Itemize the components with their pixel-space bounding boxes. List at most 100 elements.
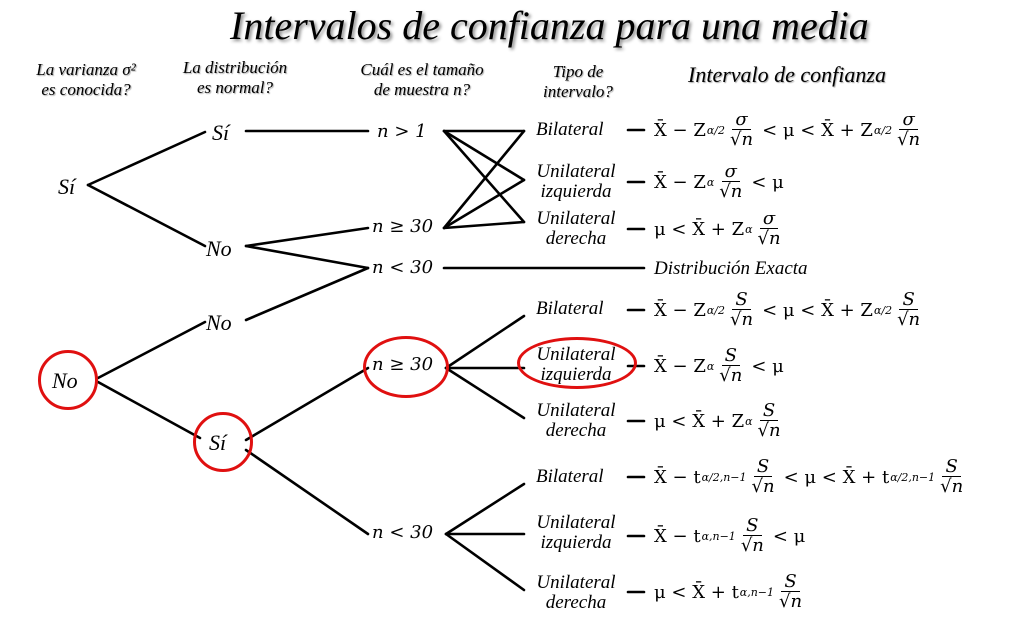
fraction-numerator: S — [721, 347, 740, 366]
node-n-lt30-unknown: n < 30 — [372, 522, 434, 543]
formula-middle: < μ < X̄ + Z — [762, 119, 873, 141]
kind-left-1-line2: izquierda — [540, 180, 612, 202]
node-n-gt1: n > 1 — [377, 121, 427, 142]
subscript: α — [745, 222, 753, 236]
edge-to-ge30-unknown — [244, 366, 370, 442]
edge-si-to-si — [86, 130, 207, 187]
subscript: α/2 — [706, 303, 725, 317]
kind-left-3-line2: izquierda — [540, 531, 612, 553]
fraction-denominator: √n — [719, 365, 743, 386]
fraction-denominator: √n — [719, 181, 743, 202]
fraction-numerator: σ — [899, 111, 918, 130]
fraction-denominator: √n — [740, 535, 764, 556]
formula-tail: < μ — [772, 525, 806, 547]
edge-to-ge30-known — [244, 226, 370, 248]
kind-right-2-line1: Unilateral — [536, 400, 616, 421]
edge-no-to-lt30 — [244, 244, 370, 270]
cross-3 — [442, 129, 526, 224]
fraction-denominator: √n — [757, 420, 781, 441]
formula-lead: X̄ − t — [654, 525, 701, 547]
subscript: α — [745, 414, 753, 428]
header-variance-line1: La varianza σ² — [36, 60, 136, 79]
highlight-ring-n-ge30 — [363, 336, 449, 398]
fraction: S√n — [777, 573, 804, 611]
kind-left-3-line1: Unilateral — [536, 512, 616, 533]
edge-unk-no-to-lt30 — [244, 266, 370, 322]
fraction-numerator: S — [743, 517, 762, 536]
kind-right-3-line1: Unilateral — [536, 572, 616, 593]
formula-lead: μ < X̄ + Z — [654, 218, 745, 240]
kind-right-3: Unilateral derecha — [528, 573, 624, 613]
subscript: α — [706, 359, 715, 373]
highlight-ring-dist-unknown-yes — [193, 412, 253, 472]
highlight-ring-variance-no — [38, 350, 98, 410]
edge-no-to-si — [96, 380, 202, 440]
fraction-numerator: σ — [759, 210, 779, 229]
highlight-ring-left-interval — [517, 337, 637, 389]
fraction-denominator: √n — [751, 476, 775, 497]
subscript: α,n−1 — [701, 529, 736, 543]
kind-right-3-line2: derecha — [545, 591, 607, 613]
fraction-denominator: √n — [940, 476, 964, 497]
edge-ge30-right — [444, 366, 526, 420]
fraction: S√n — [739, 517, 766, 555]
kind-right-1-line2: derecha — [545, 227, 607, 249]
kind-right-2-line2: derecha — [545, 419, 607, 441]
fraction: S√n — [750, 458, 777, 496]
node-dist-known-yes: Sí — [212, 120, 230, 145]
fraction: σ√n — [728, 111, 755, 149]
fraction-numerator: S — [899, 291, 918, 310]
edge-no-to-no — [96, 320, 207, 380]
fraction-denominator: √n — [730, 129, 754, 150]
subscript: α/2 — [706, 123, 725, 137]
header-type-line1: Tipo de — [552, 62, 604, 81]
formula-lead: μ < X̄ + Z — [654, 410, 745, 432]
fraction-numerator: S — [753, 458, 773, 477]
formula-lead: X̄ − Z — [654, 119, 706, 141]
kind-right-1: Unilateral derecha — [528, 209, 624, 249]
fraction-numerator: S — [759, 402, 779, 421]
cross-5 — [442, 178, 526, 230]
fraction: σ√n — [756, 210, 783, 248]
header-variance: La varianza σ² es conocida? — [14, 60, 158, 99]
formula-lead: X̄ − t — [654, 466, 701, 488]
node-dist-unknown-no: No — [206, 310, 232, 335]
fraction: S√n — [756, 402, 783, 440]
kind-bilateral-3: Bilateral — [536, 466, 604, 487]
header-sample-line1: Cuál es el tamaño — [360, 60, 484, 79]
formula-lead: X̄ − Z — [654, 355, 706, 377]
header-type-line2: intervalo? — [543, 81, 613, 101]
formula-tail: < μ — [751, 171, 784, 193]
edge-lt30-right — [444, 532, 526, 592]
subscript: α/2,n−1 — [890, 470, 936, 484]
node-n-lt30-known: n < 30 — [372, 257, 434, 278]
edge-si-to-no — [86, 183, 207, 248]
cross-4 — [442, 129, 526, 230]
kind-right-1-line1: Unilateral — [536, 208, 616, 229]
subscript: α/2,n−1 — [701, 470, 747, 484]
fraction: S√n — [717, 347, 744, 385]
header-interval: Intervalo de confianza — [688, 62, 886, 87]
formula-tail: < μ — [751, 355, 784, 377]
kind-left-1-line1: Unilateral — [536, 161, 616, 182]
header-distribution-line1: La distribución — [182, 58, 288, 77]
subscript: α/2 — [873, 303, 893, 317]
label-exact-distribution: Distribución Exacta — [654, 258, 808, 279]
node-dist-known-no: No — [206, 236, 232, 261]
header-distribution-line2: es normal? — [196, 77, 274, 97]
fraction-numerator: S — [942, 458, 961, 477]
fraction-denominator: √n — [897, 309, 921, 330]
kind-right-2: Unilateral derecha — [528, 401, 624, 441]
fraction-numerator: σ — [732, 111, 751, 130]
formula-lead: X̄ − Z — [654, 171, 706, 193]
fraction-denominator: √n — [730, 309, 754, 330]
header-interval-type: Tipo de intervalo? — [520, 62, 636, 101]
subscript: α — [706, 175, 715, 189]
